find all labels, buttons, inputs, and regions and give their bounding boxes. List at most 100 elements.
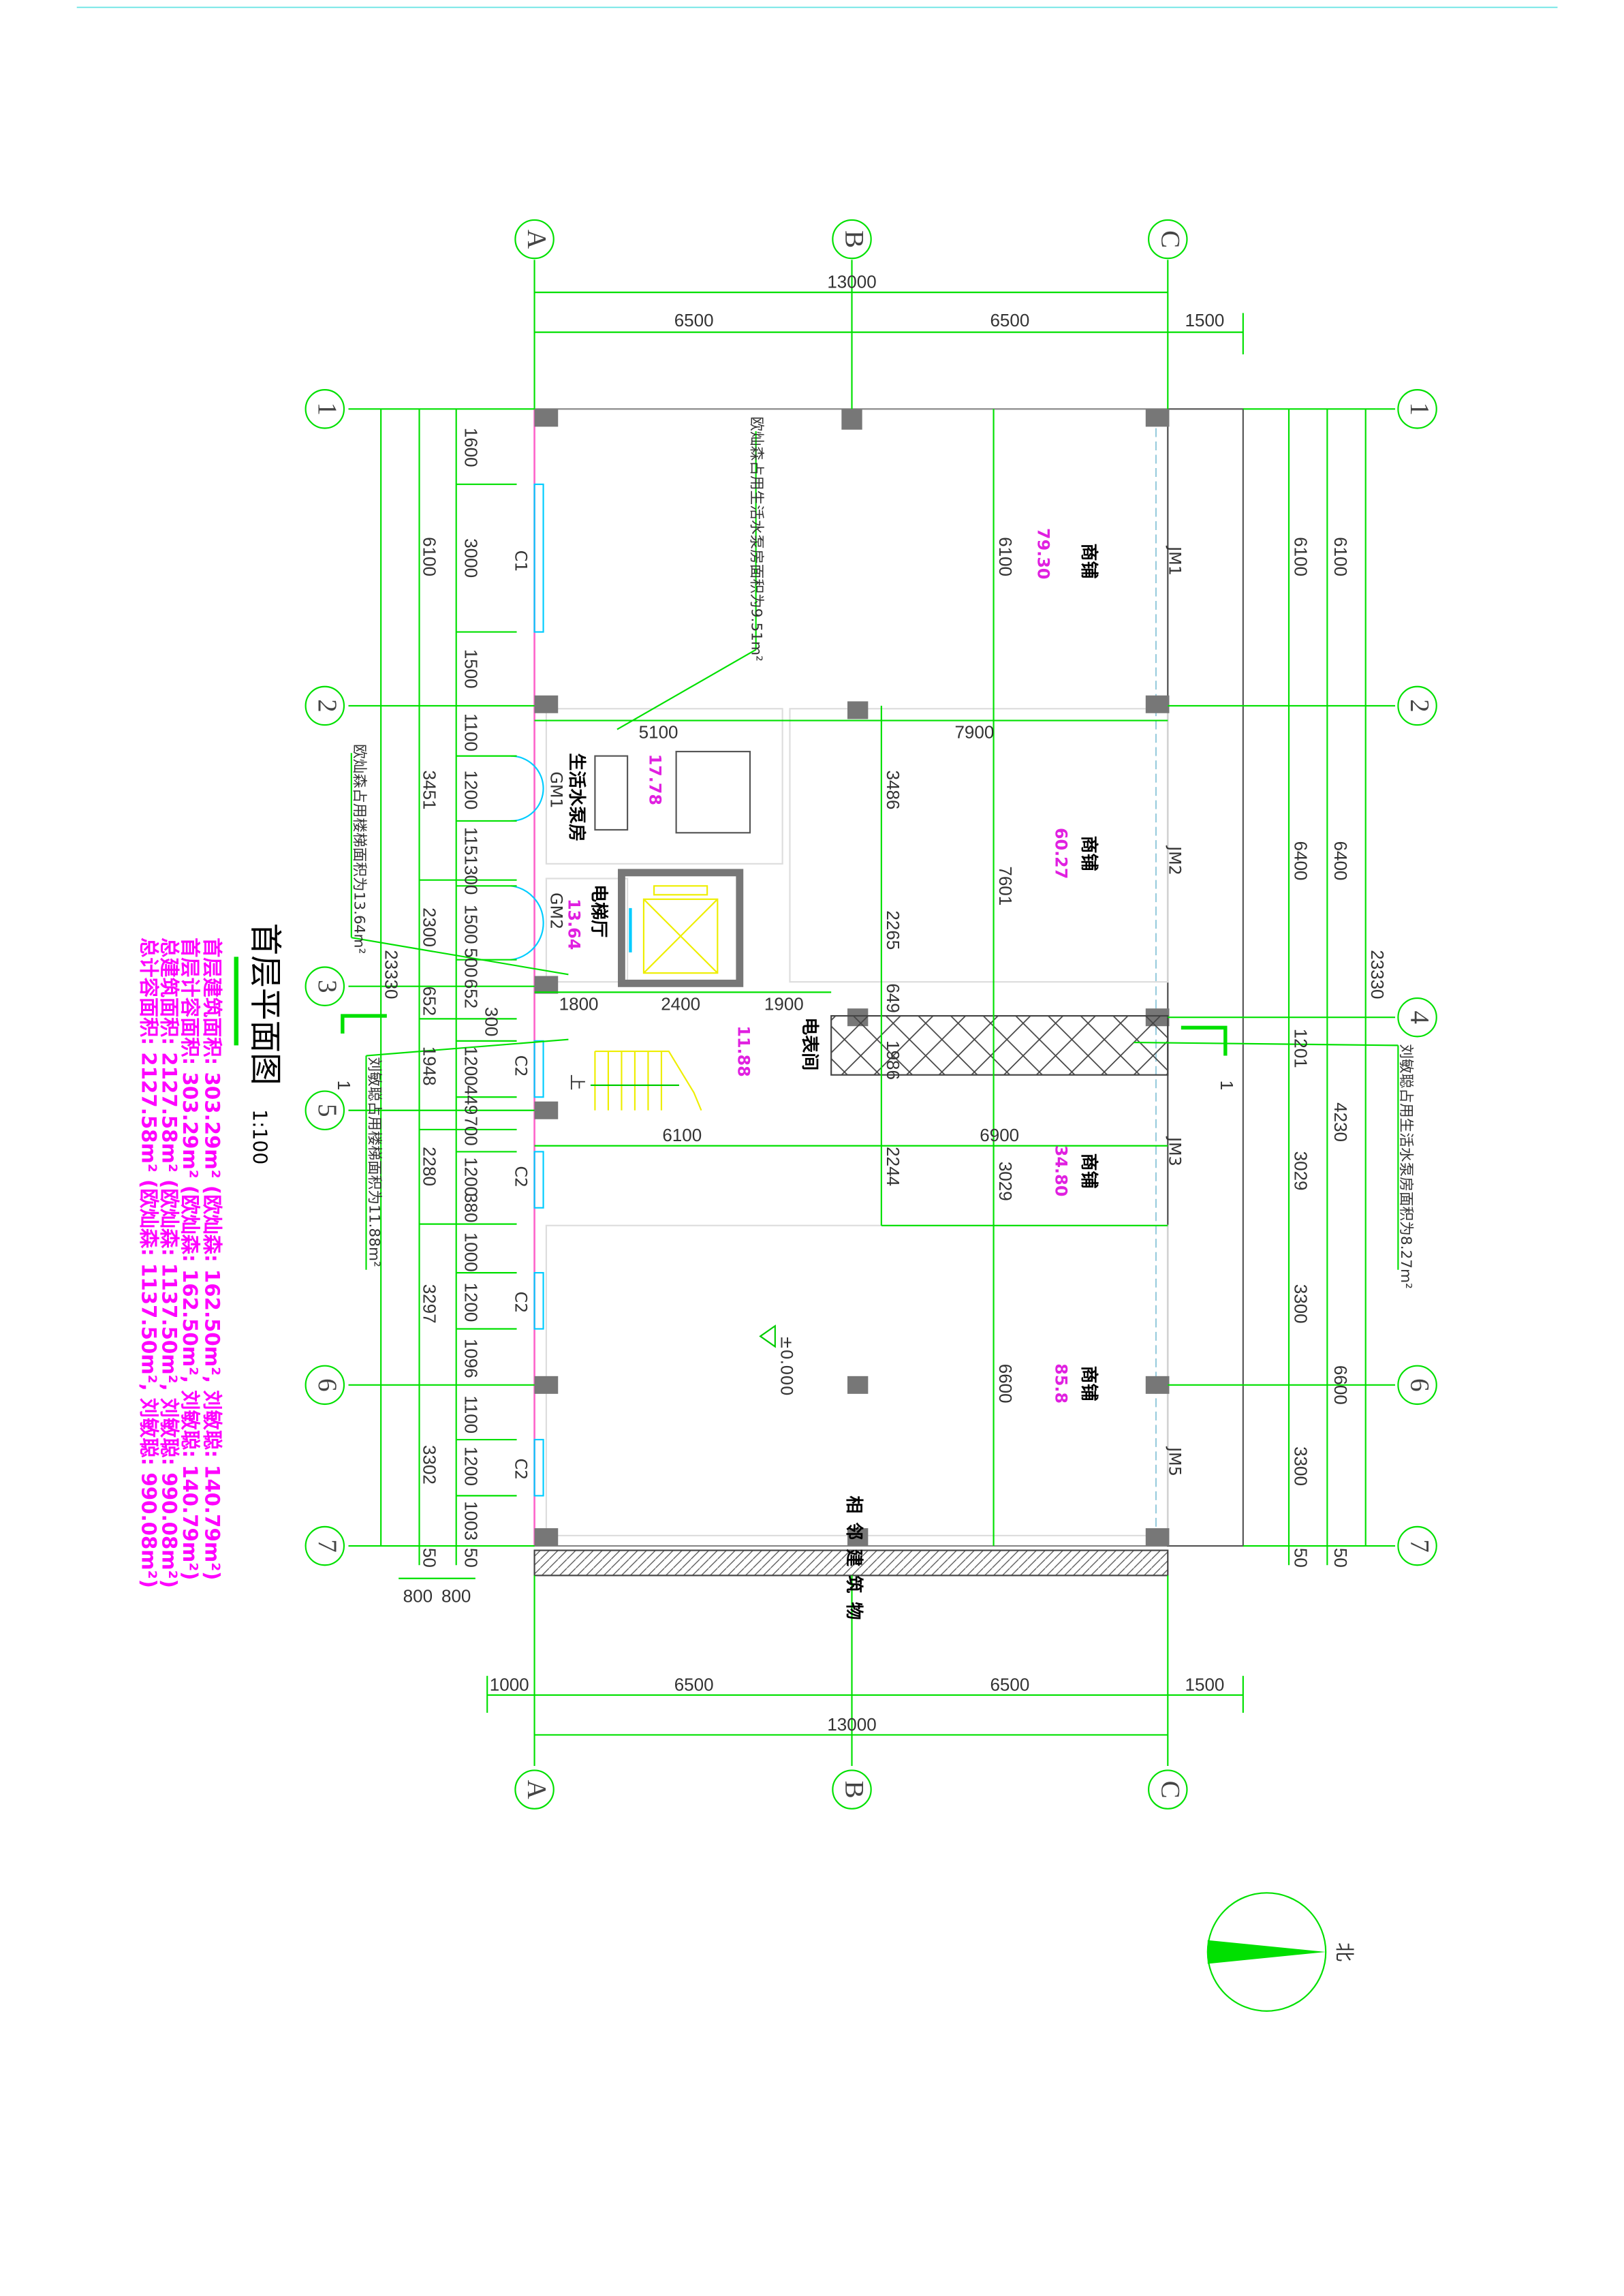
drawing-label: JM2 <box>1165 845 1184 875</box>
drawing-label: 1100 <box>460 713 481 751</box>
drawing-label: 商铺 <box>1078 1366 1099 1401</box>
drawing-label: 商铺 <box>1078 544 1099 579</box>
section-mark-left: 1 <box>334 1081 354 1090</box>
drawing-label: 50 <box>1290 1548 1311 1568</box>
drawing-label: 6100 <box>420 537 440 576</box>
drawing-label: A <box>522 230 552 249</box>
room-shop-4: 商铺 85.8 <box>1052 1363 1099 1403</box>
drawing-label: 2 <box>313 699 342 713</box>
dimension-label: 6500 <box>990 1674 1029 1694</box>
drawing-label: 34.80 <box>1052 1145 1071 1196</box>
drawing-label: ±0.000 <box>777 1336 796 1396</box>
drawing-label: 7601 <box>995 866 1016 905</box>
drawing-label: 2265 <box>883 910 903 950</box>
drawing-label: 79.30 <box>1034 528 1053 579</box>
axis-B-top: B <box>832 219 872 260</box>
drawing-label: 电梯厅 <box>588 884 608 937</box>
drawing-label: 总建筑面积: 2127.58m² (欧灿森: 1137.50m², 刘敏聪: 9… <box>158 937 181 1588</box>
drawing-label: C2 <box>511 1458 530 1480</box>
drawing-title: 首层平面图 1:100 <box>234 923 283 1164</box>
note-pump-lmc: 刘敏聪占用生活水泵房面积为8.27m² <box>1397 1044 1414 1289</box>
drawing-label: 85.8 <box>1052 1363 1071 1403</box>
drawing-label: 生活水泵房 <box>566 753 587 841</box>
neighbor-building-label: 相邻建筑物 <box>843 1495 864 1628</box>
drawing-label: B <box>840 1781 869 1799</box>
axis-bubbles: A B C A B C 1 2 3 5 6 7 1 2 4 6 7 <box>304 219 1437 1810</box>
drawing-label: 60.27 <box>1052 828 1071 879</box>
dimension-label: 13000 <box>827 1714 876 1735</box>
drawing-label: 1500 <box>460 649 481 689</box>
drawing-label: C1 <box>511 550 530 572</box>
drawing-label: 4 <box>1405 1010 1435 1024</box>
drawing-label: 首层计容面积: 303.29m² (欧灿森: 162.50m², 刘敏聪: 14… <box>178 937 202 1580</box>
dimension-label: 1000 <box>490 1674 529 1694</box>
dimension-label: 800 <box>441 1585 471 1606</box>
drawing-label: B <box>840 230 869 248</box>
note-stair-ocs: 欧灿森占用楼梯面积为13.64m² <box>351 744 368 954</box>
drawing-label: 6100 <box>995 537 1016 576</box>
axis-A-bottom: A <box>514 1769 555 1810</box>
drawing-label: 50 <box>460 1548 481 1568</box>
drawing-label: 7 <box>313 1539 342 1553</box>
axis-A-top: A <box>514 219 555 260</box>
drawing-label: A <box>522 1780 552 1799</box>
drawing-label: 总计容面积: 2127.58m² (欧灿森: 1137.50m², 刘敏聪: 9… <box>137 937 160 1588</box>
drawing-label: 1986 <box>883 1040 903 1080</box>
dimension-label: 1500 <box>1185 1674 1225 1694</box>
drawing-label: 首层建筑面积: 303.29m² (欧灿森: 162.50m², 刘敏聪: 14… <box>200 937 223 1580</box>
axis-C-top: C <box>1148 219 1188 260</box>
room-shop-3: 商铺 34.80 <box>1052 1145 1099 1196</box>
drawing-label: 700 <box>460 1116 481 1145</box>
drawing-label: JM3 <box>1165 1136 1184 1166</box>
drawing-label: 2 <box>1405 699 1435 713</box>
drawing-label: 1200 <box>460 1446 481 1486</box>
drawing-label: 3302 <box>420 1445 440 1485</box>
drawing-label: 3486 <box>883 771 903 810</box>
drawing-label: 3 <box>313 980 342 993</box>
drawing-label: 6100 <box>1290 537 1311 576</box>
axis-4-right: 4 <box>1397 997 1437 1038</box>
dimension-label: 1800 <box>559 993 599 1014</box>
dimension-label: 13000 <box>827 272 876 292</box>
axis-C-bottom: C <box>1148 1769 1188 1810</box>
drawing-label: 商铺 <box>1078 1153 1099 1189</box>
drawing-label: 1 <box>1405 403 1435 416</box>
axis-1-right: 1 <box>1397 389 1437 429</box>
axis-7-right: 7 <box>1397 1525 1437 1566</box>
drawing-label: 1500 <box>460 905 481 944</box>
drawing-label: 380 <box>460 1193 481 1222</box>
drawing-label: 3000 <box>460 538 481 578</box>
drawing-label: 649 <box>883 983 903 1012</box>
drawing-label: 1151 <box>460 827 481 865</box>
drawing-label: 3451 <box>420 771 440 810</box>
drawing-label: 1003 <box>460 1501 481 1540</box>
dimension-label: 800 <box>403 1585 433 1606</box>
drawing-label: C2 <box>511 1166 530 1188</box>
elevator-shaft <box>618 869 744 987</box>
drawing-label: 6100 <box>1330 537 1351 576</box>
drawing-label: C2 <box>511 1292 530 1314</box>
drawing-label: 1600 <box>460 428 481 467</box>
axis-2-right: 2 <box>1397 685 1437 726</box>
drawing-label: 3029 <box>1290 1151 1311 1191</box>
door-window-tags: JM1 JM2 JM3 JM5 C1 GM1 GM2 C2 C2 C2 C2 <box>511 545 1184 1480</box>
drawing-label: 首层平面图 <box>246 923 283 1085</box>
drawing-label: 300 <box>460 865 481 895</box>
drawing-label: 1200 <box>460 771 481 810</box>
dimension-label: 6500 <box>674 1674 714 1694</box>
stair <box>590 1050 702 1111</box>
section-mark-right: 1 <box>1217 1081 1237 1090</box>
dimension-texts-horizontal: 13000 6500 6500 1500 1000 6500 6500 1500… <box>403 272 1225 1735</box>
drawing-label: 5 <box>313 1104 342 1117</box>
drawing-label: 23330 <box>1367 950 1388 999</box>
drawing-label: C <box>1155 1781 1185 1799</box>
drawing-label: GM1 <box>546 771 565 808</box>
drawing-label: 11.88 <box>734 1025 753 1076</box>
dimension-label: 1500 <box>1185 310 1225 330</box>
axis-1-left: 1 <box>304 389 345 429</box>
dimension-label: 6500 <box>674 310 714 330</box>
drawing-label: 3297 <box>420 1284 440 1324</box>
